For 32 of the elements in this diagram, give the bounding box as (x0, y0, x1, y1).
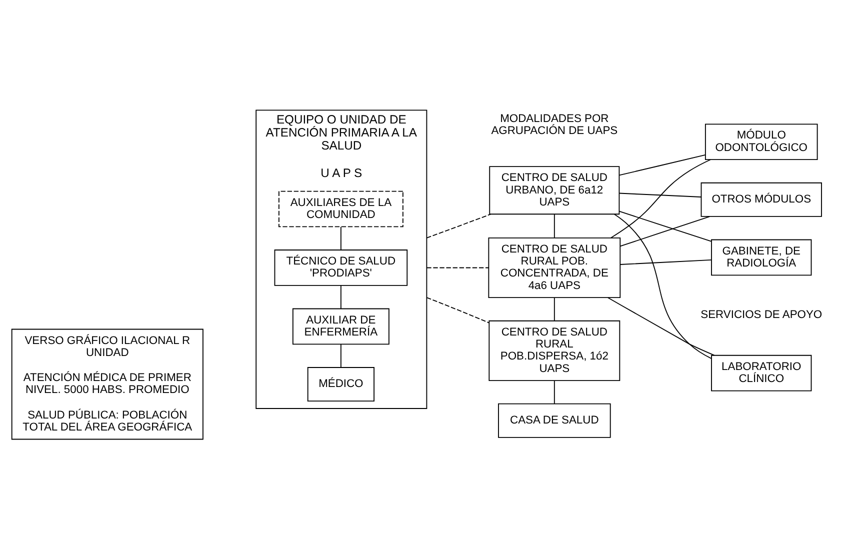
connector (426, 297, 490, 324)
connector (426, 214, 492, 238)
node-box: OTROS MÓDULOS (700, 182, 822, 217)
node-box: CENTRO DE SALUD URBANO, DE 6a12 UAPS (489, 166, 620, 215)
node-box: MÉDICO (307, 367, 374, 402)
connector (554, 380, 555, 404)
connector (554, 214, 555, 238)
connector (614, 214, 712, 359)
connector (340, 285, 342, 310)
node-box: CENTRO DE SALUD RURAL POB. CONCENTRADA, DE 4a6 UAPS (488, 237, 621, 298)
connector (618, 154, 706, 176)
node-box: AUXILIAR DE ENFERMERÍA (292, 308, 390, 345)
connector (618, 192, 702, 198)
connector (426, 267, 490, 268)
label: MODALIDADES POR AGRUPACIÓN DE UAPS (491, 112, 618, 138)
node-box: AUXILIARES DE LA COMUNIDAD (278, 190, 404, 228)
node-box: MÓDULO ODONTOLÓGICO (704, 124, 818, 160)
node-box: TÉCNICO DE SALUD 'PRODIAPS' (274, 250, 408, 286)
node-box: GABINETE, DE RADIOLOGÍA (711, 239, 812, 276)
connector (610, 159, 712, 238)
node-box: CENTRO DE SALUD RURAL POB.DISPERSA, 1ó2 UAPS (488, 320, 620, 381)
connector (620, 216, 710, 247)
connector (340, 226, 342, 250)
label: SERVICIOS DE APOYO (700, 309, 822, 322)
node-box: LABORATORIO CLÍNICO (711, 354, 812, 392)
connector (554, 297, 555, 322)
connector (620, 259, 712, 265)
node-box: CASA DE SALUD (498, 403, 611, 438)
node-box: VERSO GRÁFICO ILACIONAL R UNIDAD ATENCIÓN MÉDICA DE PRIMER NIVEL. 5000 HABS. PROMEDIO SALUD PÚBLICA: POBLACIÓN TOTAL DEL ÁREA GEOGRÁFICA (11, 328, 204, 440)
connector (340, 344, 342, 368)
connector (618, 210, 712, 242)
connector (607, 297, 715, 356)
